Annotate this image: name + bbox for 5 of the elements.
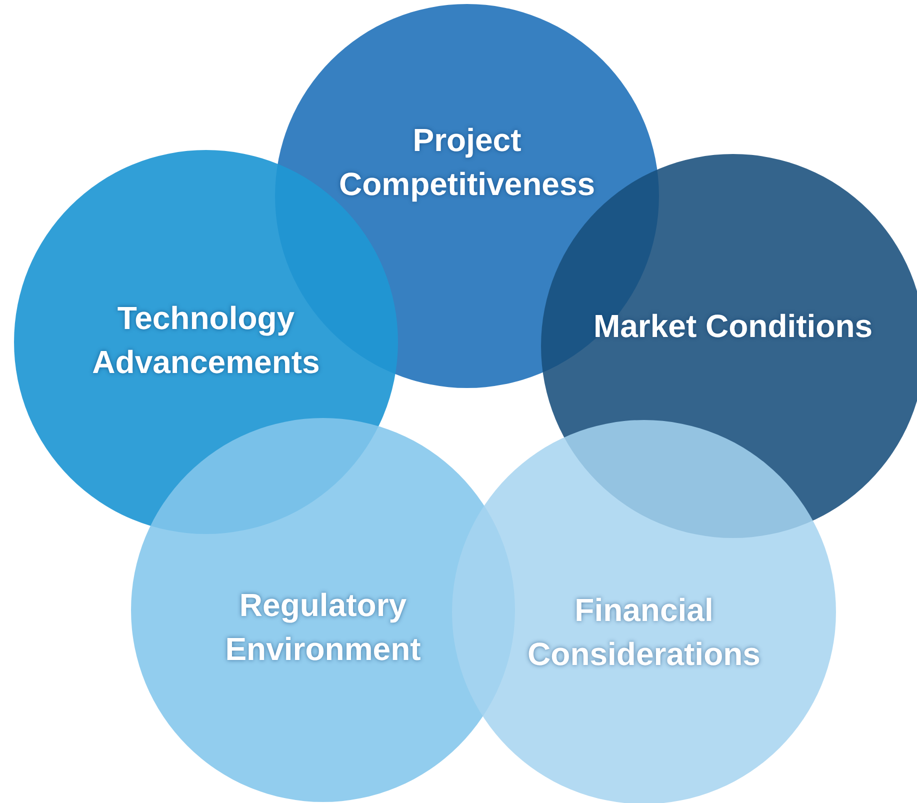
- circle-label: Technology Advancements: [91, 299, 321, 382]
- circle-label: Market Conditions: [592, 307, 874, 346]
- circle-label: Regulatory Environment: [224, 586, 422, 669]
- circle-label: Financial Considerations: [526, 591, 762, 674]
- circle-label: Project Competitiveness: [338, 121, 596, 204]
